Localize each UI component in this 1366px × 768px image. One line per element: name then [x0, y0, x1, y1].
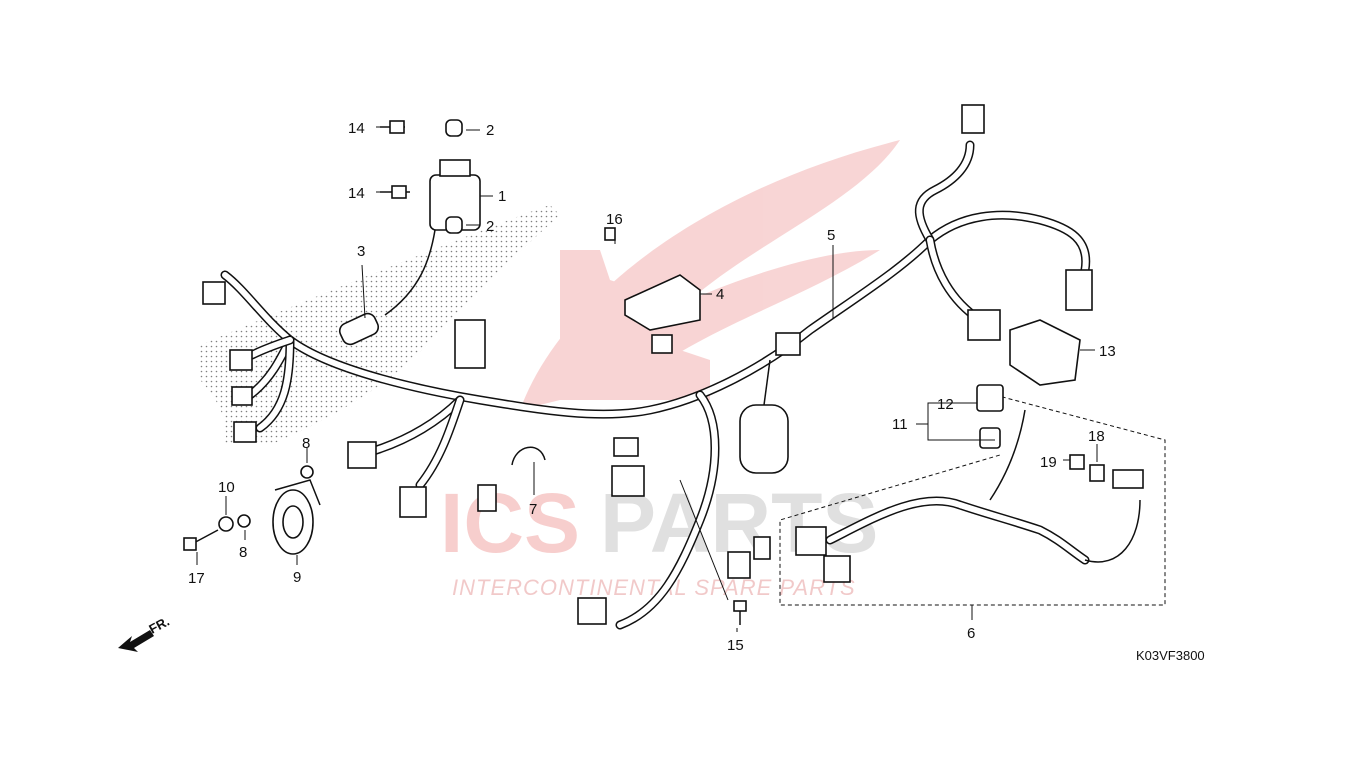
callout-9: 9 — [293, 569, 301, 586]
callout-3: 3 — [357, 243, 365, 260]
callout-7: 7 — [529, 501, 537, 518]
callout-19: 19 — [1040, 454, 1057, 471]
bolt-icon — [380, 185, 410, 199]
regulator-unit — [604, 227, 701, 331]
callout-10: 10 — [218, 479, 235, 496]
bolt-icon — [183, 529, 219, 551]
callout-14-lower: 14 — [348, 185, 365, 202]
callout-2-lower: 2 — [486, 218, 494, 235]
leader-lines — [196, 126, 1098, 632]
bolt-icon — [733, 600, 747, 625]
bolt-icon — [380, 120, 405, 134]
callout-16: 16 — [606, 211, 623, 228]
shaded-region — [200, 205, 560, 445]
callout-12: 12 — [937, 396, 954, 413]
callout-11: 11 — [892, 416, 908, 433]
front-direction-arrow-icon — [118, 630, 154, 652]
callout-18: 18 — [1088, 428, 1105, 445]
relay-11 — [979, 427, 1001, 449]
washer-icon — [237, 514, 251, 528]
wire-clamp — [511, 446, 546, 466]
callout-8-lower: 8 — [239, 544, 247, 561]
washer-icon — [300, 465, 314, 479]
callout-13: 13 — [1099, 343, 1116, 360]
watermark-brand-prefix: ICS — [440, 476, 580, 570]
callout-17: 17 — [188, 570, 205, 587]
spark-plug-cap — [338, 312, 380, 346]
rubber-grommet-upper — [445, 119, 463, 137]
callout-8-upper: 8 — [302, 435, 310, 452]
relay-12 — [976, 384, 1004, 412]
watermark-tagline: INTERCONTINENTAL SPARE PARTS — [452, 575, 856, 600]
fuse-icon — [1089, 464, 1105, 482]
diagram-code: K03VF3800 — [1136, 648, 1205, 663]
watermark-logo — [520, 140, 900, 410]
condenser — [739, 404, 789, 474]
callout-5: 5 — [827, 227, 835, 244]
callout-15: 15 — [727, 637, 744, 654]
callout-1: 1 — [498, 188, 506, 205]
callout-6: 6 — [967, 625, 975, 642]
fuse-icon — [1069, 454, 1085, 470]
horn — [272, 479, 321, 555]
callout-2-upper: 2 — [486, 122, 494, 139]
control-module — [1009, 319, 1081, 386]
callout-14-upper: 14 — [348, 120, 365, 137]
callout-4: 4 — [716, 286, 724, 303]
nut-icon — [218, 516, 234, 532]
rubber-grommet-lower — [445, 216, 463, 234]
connector-icon — [202, 104, 1144, 625]
